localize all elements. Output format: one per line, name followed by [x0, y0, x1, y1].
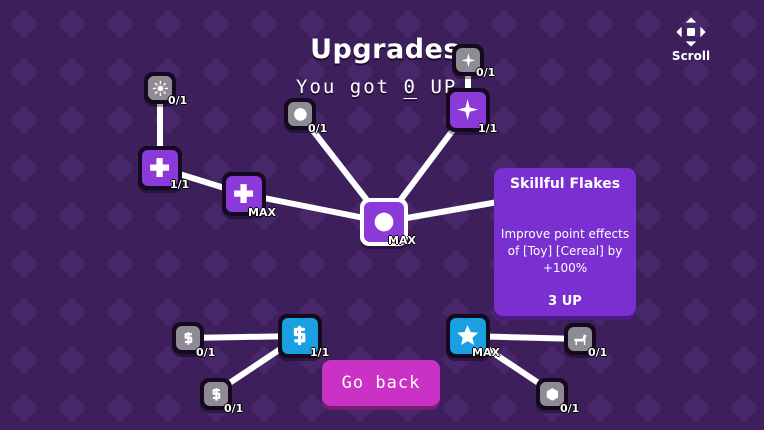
- plus-icon: [150, 158, 170, 178]
- upgrade-node-sparkle[interactable]: [446, 88, 490, 132]
- node-level: 0/1: [476, 66, 496, 79]
- star-icon: [457, 325, 479, 346]
- points-prefix: You got: [296, 76, 391, 98]
- node-level: 1/1: [170, 178, 190, 191]
- upgrade-node-hexagon[interactable]: [536, 378, 568, 410]
- go-back-button[interactable]: Go back: [322, 360, 440, 406]
- upgrade-node-plus-big[interactable]: [222, 172, 266, 216]
- node-level: 0/1: [588, 346, 608, 359]
- move-arrows-icon: [676, 17, 706, 47]
- node-level: 1/1: [478, 122, 498, 135]
- upgrade-title: Skillful Flakes: [509, 176, 621, 192]
- upgrade-node-plus-small[interactable]: [138, 146, 182, 190]
- dollar-icon: [184, 331, 192, 345]
- sun-icon: [152, 80, 168, 96]
- node-level: 0/1: [196, 346, 216, 359]
- upgrade-cost: 3 UP: [548, 294, 582, 309]
- dollar-icon: [294, 326, 306, 346]
- hexagon-icon: [546, 387, 558, 401]
- upgrade-node-sparkle-gray[interactable]: [452, 44, 484, 76]
- points-value: 0: [403, 76, 417, 98]
- upgrade-node-star[interactable]: [446, 314, 490, 358]
- upgrade-node-horse[interactable]: [564, 323, 596, 355]
- node-level: MAX: [472, 346, 500, 359]
- node-level: MAX: [388, 234, 416, 247]
- node-level: 1/1: [310, 346, 330, 359]
- upgrade-node-circle[interactable]: [284, 98, 316, 130]
- node-level: MAX: [248, 206, 276, 219]
- page-title: Upgrades: [310, 34, 460, 65]
- sparkle-icon: [457, 99, 479, 121]
- upgrade-node-dollar-gray-2[interactable]: [200, 378, 232, 410]
- upgrade-node-dollar[interactable]: [278, 314, 322, 358]
- upgrade-description: Improve point effects of [Toy] [Cereal] …: [500, 227, 630, 275]
- circle-icon: [293, 107, 307, 121]
- upgrade-node-sun[interactable]: [144, 72, 176, 104]
- scroll-label: Scroll: [671, 49, 711, 63]
- upgrade-node-flake-center[interactable]: [360, 198, 408, 246]
- scroll-control[interactable]: Scroll: [664, 16, 718, 63]
- upgrade-info-panel: Skillful Flakes Improve point effects of…: [494, 168, 636, 316]
- node-level: 0/1: [560, 402, 580, 415]
- upgrade-node-dollar-gray-1[interactable]: [172, 322, 204, 354]
- node-level: 0/1: [224, 402, 244, 415]
- node-level: 0/1: [168, 94, 188, 107]
- circle-icon: [374, 212, 394, 232]
- dollar-icon: [212, 387, 220, 401]
- sparkle-icon: [460, 52, 475, 67]
- horse-icon: [573, 334, 587, 345]
- plus-icon: [234, 184, 254, 204]
- node-level: 0/1: [308, 122, 328, 135]
